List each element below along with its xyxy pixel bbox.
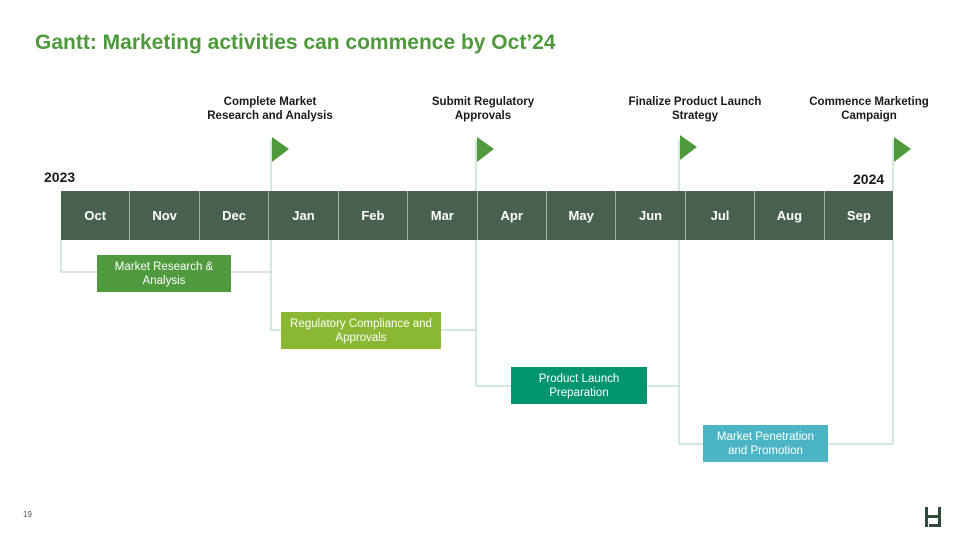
task-regulatory-compliance: Regulatory Compliance and Approvals	[281, 312, 441, 349]
connector-penetration	[678, 240, 703, 445]
connector-launch-prep-end	[647, 240, 680, 387]
milestone-2-flag-icon	[477, 137, 494, 162]
connector-regulatory-end	[441, 240, 477, 331]
task-market-penetration: Market Penetration and Promotion	[703, 425, 828, 462]
month-may: May	[547, 191, 617, 240]
month-sep: Sep	[846, 208, 871, 223]
milestone-3-flag-icon	[680, 135, 697, 160]
page-number: 19	[23, 510, 32, 519]
month-jun: Jun	[616, 191, 686, 240]
month-mar: Mar	[408, 191, 478, 240]
task-market-research: Market Research & Analysis	[97, 255, 231, 292]
year-start: 2023	[44, 169, 76, 185]
page-title: Gantt: Marketing activities can commence…	[35, 31, 556, 54]
month-dec: Dec	[200, 191, 270, 240]
task-product-launch-prep: Product Launch Preparation	[511, 367, 647, 404]
connector-market-research	[60, 240, 97, 273]
milestone-2-label: Submit Regulatory Approvals	[431, 96, 535, 122]
milestone-4-label: Commence Marketing Campaign	[809, 96, 929, 122]
month-oct: Oct	[61, 191, 131, 240]
milestone-4-flag-icon	[894, 137, 911, 162]
month-bar: Oct Nov Dec Jan Feb Mar Apr May Jun Jul …	[61, 191, 893, 240]
connector-penetration-end	[828, 240, 894, 445]
milestone-1-label: Complete Market Research and Analysis	[207, 96, 333, 122]
connector-market-research-end	[231, 240, 272, 273]
month-jan: Jan	[269, 191, 339, 240]
company-logo-icon	[925, 507, 941, 527]
milestone-1-flag-icon	[272, 137, 289, 162]
month-feb: Feb	[339, 191, 409, 240]
milestone-3-label: Finalize Product Launch Strategy	[628, 96, 762, 122]
year-end: 2024	[853, 171, 885, 187]
month-aug: Aug	[755, 191, 825, 240]
month-apr: Apr	[478, 191, 547, 240]
month-nov: Nov	[130, 191, 200, 240]
connector-regulatory	[270, 240, 281, 331]
connector-launch-prep	[475, 240, 511, 387]
month-jul: Jul	[686, 191, 756, 240]
